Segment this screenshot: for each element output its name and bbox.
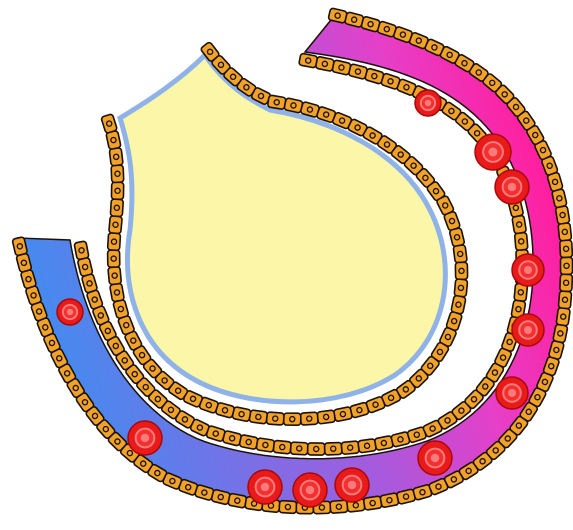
epithelial-cell-icon	[279, 501, 297, 514]
epithelial-cell-icon	[315, 56, 334, 71]
epithelial-cell-icon	[341, 441, 359, 454]
epithelial-cell-icon	[111, 182, 123, 199]
red-blood-cell-icon	[512, 254, 544, 286]
red-blood-cell-icon	[418, 441, 452, 475]
epithelial-cell-icon	[108, 267, 122, 285]
red-blood-cell-icon	[496, 377, 528, 409]
epithelial-cell-icon	[561, 257, 573, 274]
epithelial-cell-icon	[558, 291, 571, 309]
epithelial-cell-icon	[109, 148, 123, 166]
epithelial-cell-icon	[454, 279, 468, 297]
epithelial-cell-icon	[449, 228, 465, 247]
red-blood-cell-icon	[475, 134, 511, 170]
epithelial-cell-icon	[330, 500, 348, 513]
epithelial-cell-icon	[267, 95, 286, 110]
red-blood-cell-icon	[415, 90, 441, 116]
red-blood-cell-icon	[248, 470, 282, 504]
red-blood-cell-icon	[57, 299, 83, 325]
epithelial-cell-icon	[374, 436, 393, 451]
epithelial-cell-icon	[300, 412, 318, 425]
epithelial-cell-icon	[74, 241, 89, 260]
epithelial-cell-icon	[249, 410, 267, 424]
epithelial-cell-icon	[380, 493, 399, 508]
epithelial-cell-icon	[284, 413, 301, 425]
epithelial-cell-icon	[553, 324, 568, 343]
epithelial-cell-icon	[556, 307, 570, 325]
epithelial-cell-icon	[363, 496, 382, 510]
epithelial-cell-icon	[333, 407, 352, 422]
epithelial-cell-icon	[108, 250, 120, 267]
epithelial-cell-icon	[560, 274, 573, 292]
epithelial-cell-icon	[110, 283, 125, 302]
red-blood-cell-icon	[128, 421, 162, 455]
epithelial-cell-icon	[512, 215, 527, 234]
epithelial-cell-icon	[317, 410, 335, 424]
epithelial-cell-icon	[324, 442, 341, 455]
epithelial-cell-icon	[273, 440, 291, 454]
epithelial-cell-icon	[109, 216, 123, 234]
epithelial-cell-icon	[453, 245, 467, 263]
epithelial-cell-icon	[555, 206, 570, 225]
red-blood-cell-icon	[512, 314, 544, 346]
epithelial-cell-icon	[308, 443, 325, 455]
epithelial-cell-icon	[108, 233, 121, 251]
epithelial-cell-icon	[358, 439, 376, 453]
red-blood-cell-icon	[495, 170, 529, 204]
epithelial-cell-icon	[101, 114, 118, 134]
epithelial-cell-icon	[239, 434, 258, 449]
epithelial-cell-icon	[111, 165, 124, 182]
epithelial-cell-icon	[455, 262, 467, 279]
epithelial-cell-icon	[256, 438, 275, 452]
epithelial-cell-icon	[558, 223, 572, 241]
epithelial-cell-icon	[515, 232, 528, 250]
epithelial-cell-icon	[299, 53, 318, 68]
red-blood-cell-icon	[335, 468, 369, 502]
epithelial-cell-icon	[332, 60, 351, 76]
epithelial-cell-icon	[266, 412, 284, 425]
epithelial-cell-icon	[110, 199, 123, 217]
epithelial-cell-icon	[228, 493, 247, 508]
epithelial-cell-icon	[290, 442, 308, 455]
epithelial-cell-icon	[560, 240, 573, 258]
red-blood-cell-icon	[293, 473, 327, 507]
